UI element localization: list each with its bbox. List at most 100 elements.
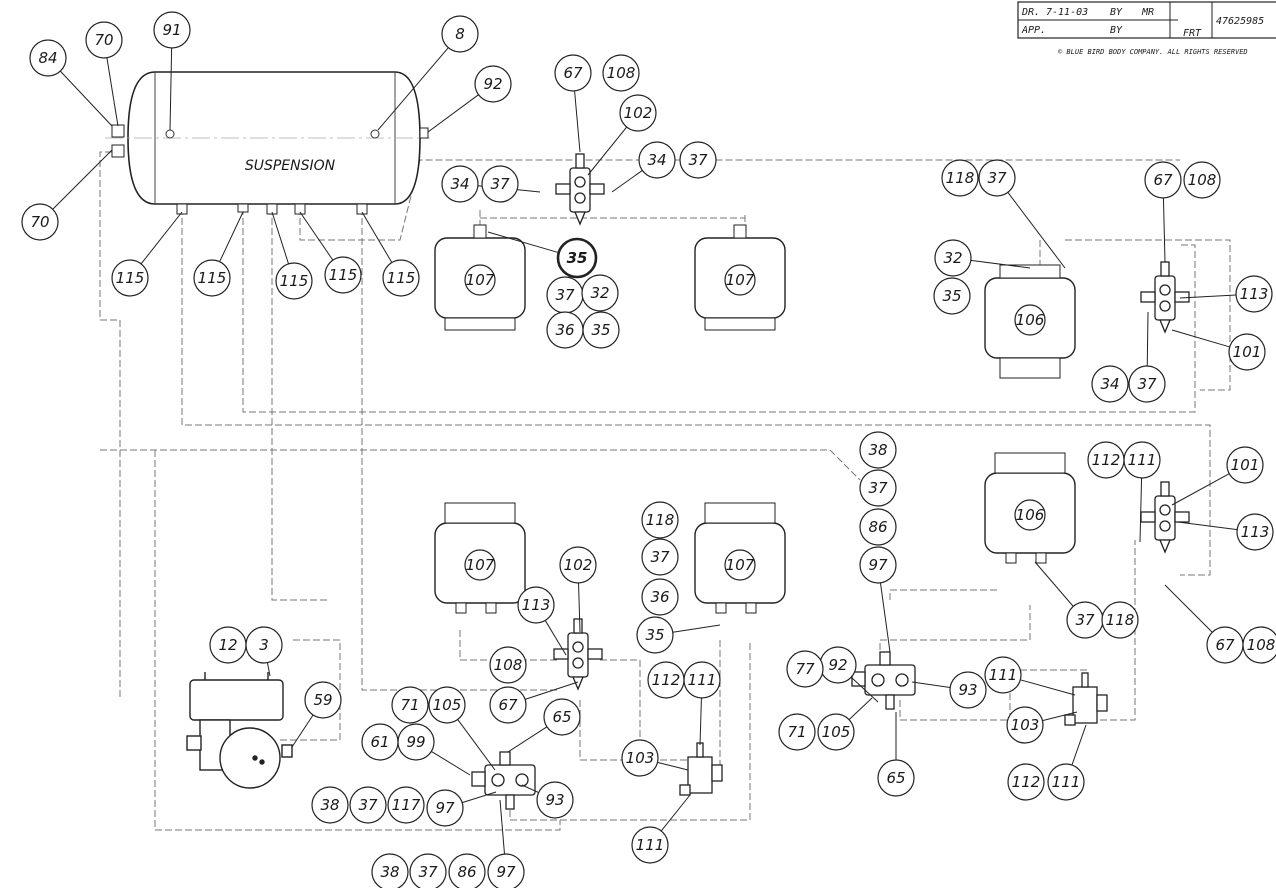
- callout-number: 86: [868, 518, 887, 536]
- callout-balloon: 102: [559, 546, 597, 584]
- leader-line: [289, 714, 314, 751]
- callout-number: 59: [313, 691, 332, 709]
- callout-number: 86: [457, 863, 476, 881]
- valves: [471, 153, 1190, 810]
- callout-balloon: 84: [29, 39, 67, 77]
- leader-line: [1007, 192, 1066, 269]
- callout-balloon: 35: [636, 616, 674, 654]
- leader-line: [521, 784, 539, 794]
- callout-number: 32: [943, 249, 962, 267]
- app-label: APP.: [1021, 25, 1046, 36]
- callout-balloon: 111: [984, 656, 1022, 694]
- callout-balloon: 112: [1007, 763, 1045, 801]
- callout-balloon: 37: [859, 469, 897, 507]
- dr-label: DR.: [1021, 7, 1040, 18]
- air-bag: 106: [984, 452, 1076, 564]
- leader-line: [1177, 521, 1238, 531]
- callout-number: 37: [987, 169, 1007, 187]
- callout-balloon: 101: [1226, 446, 1264, 484]
- callout-balloon: 71: [778, 713, 816, 751]
- air-bag-part-number: 106: [1016, 506, 1045, 524]
- callout-balloon: 112: [647, 661, 685, 699]
- callout-balloon: 71: [391, 686, 429, 724]
- callout-number: 3: [259, 636, 269, 654]
- height-control-valve: [553, 618, 603, 691]
- leader-line: [879, 582, 891, 653]
- callout-number: 37: [418, 863, 438, 881]
- callout-balloon: 108: [602, 54, 640, 92]
- leader-line: [544, 620, 567, 656]
- callout-balloon: 92: [819, 646, 857, 684]
- exhaust-valve: [1064, 672, 1108, 726]
- air-bag-part-number: 107: [726, 556, 755, 574]
- callout-balloon: 3: [245, 626, 283, 664]
- callout-number: 97: [496, 863, 516, 881]
- callout-number: 102: [624, 104, 653, 122]
- callout-balloon: 111: [1123, 441, 1161, 479]
- air-bag: 107: [434, 502, 526, 614]
- callout-balloon: 101: [1228, 333, 1266, 371]
- callout-balloon: 115: [324, 256, 362, 294]
- callout-number: 37: [1075, 611, 1095, 629]
- callout-balloon: 103: [1006, 706, 1044, 744]
- air-bag-part-number: 107: [466, 556, 495, 574]
- callout-number: 70: [30, 213, 49, 231]
- leader-line: [377, 47, 449, 131]
- callout-balloon: 115: [111, 259, 149, 297]
- leader-line: [970, 259, 1031, 269]
- callout-balloon: 105: [817, 713, 855, 751]
- callout-balloon: 32: [934, 239, 972, 277]
- callout-balloon: 59: [304, 681, 342, 719]
- height-control-valve: [555, 153, 605, 226]
- height-control-valve: [1140, 261, 1190, 334]
- callout-number: 67: [498, 696, 518, 714]
- callout-number: 67: [1153, 171, 1173, 189]
- callout-balloon: 115: [193, 259, 231, 297]
- callout-balloon: 35: [933, 277, 971, 315]
- callout-number: 111: [636, 836, 665, 854]
- compressor-assembly: [186, 672, 293, 789]
- callout-balloon: 117: [387, 786, 425, 824]
- callout-number: 92: [483, 75, 502, 93]
- part-number: 47625985: [1216, 16, 1264, 27]
- callout-number: 37: [650, 548, 670, 566]
- air-bag-part-number: 107: [726, 271, 755, 289]
- callout-balloon: 37: [481, 165, 519, 203]
- callout-number: 113: [522, 596, 551, 614]
- callout-balloon: 36: [641, 578, 679, 616]
- callout-balloon: 67: [554, 54, 592, 92]
- air-bag: 107: [434, 224, 526, 331]
- callout-number: 32: [590, 284, 609, 302]
- air-bag-part-number: 107: [466, 271, 495, 289]
- leader-line: [1020, 679, 1076, 696]
- callout-balloon: 37: [409, 853, 447, 888]
- callout-number: 35: [591, 321, 610, 339]
- callout-balloon: 34: [638, 141, 676, 179]
- callout-balloon: 67: [1206, 626, 1244, 664]
- callout-number: 101: [1231, 456, 1260, 474]
- callout-number: 115: [387, 269, 416, 287]
- callout-number: 35: [645, 626, 664, 644]
- callout-number: 115: [280, 272, 309, 290]
- callout-number: 115: [329, 266, 358, 284]
- callout-number: 92: [828, 656, 847, 674]
- callout-number: 67: [563, 64, 583, 82]
- callout-balloon: 32: [581, 274, 619, 312]
- callout-balloon: 65: [877, 759, 915, 797]
- callout-number: 103: [626, 749, 655, 767]
- tank-label: SUSPENSION: [245, 158, 336, 174]
- leader-line: [1171, 473, 1230, 506]
- callout-balloon: 97: [859, 546, 897, 584]
- callout-number: 12: [218, 636, 237, 654]
- callout-number: 37: [490, 175, 510, 193]
- callout-balloon: 65: [543, 698, 581, 736]
- leader-line: [462, 791, 497, 804]
- callout-number: 91: [162, 21, 181, 39]
- leader-line: [487, 231, 560, 254]
- leader-line: [848, 697, 873, 721]
- callout-balloon: 35: [556, 237, 598, 279]
- callout-number: 77: [795, 660, 815, 678]
- callout-balloon: 108: [489, 646, 527, 684]
- callout-balloon: 115: [275, 262, 313, 300]
- callout-balloon: 97: [487, 853, 525, 888]
